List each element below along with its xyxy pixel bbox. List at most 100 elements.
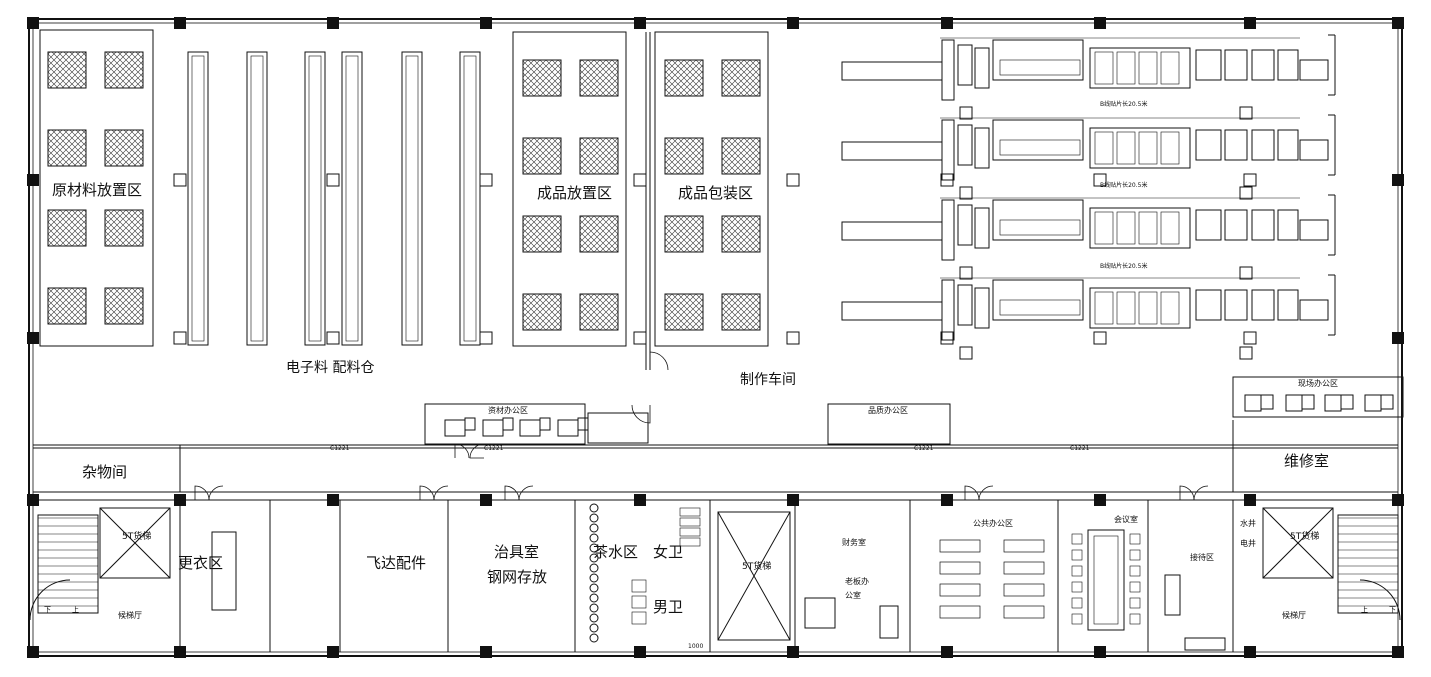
room-label-reception: 接待区 bbox=[1190, 553, 1214, 562]
line-length-tag: B线贴片长20.5米 bbox=[1100, 101, 1148, 108]
line-feeder bbox=[841, 301, 943, 321]
chair bbox=[577, 417, 589, 431]
line-placement bbox=[1089, 127, 1191, 169]
stair-down-left: 下 bbox=[44, 606, 51, 614]
placement-head bbox=[1160, 211, 1180, 245]
storage-rack-inner bbox=[191, 55, 205, 342]
structural-column bbox=[941, 17, 953, 29]
column-outline bbox=[1239, 346, 1253, 360]
room-label-womens-wc: 女卫 bbox=[653, 543, 684, 561]
column-outline bbox=[1239, 186, 1253, 200]
placement-head bbox=[1116, 131, 1136, 165]
toilet-stall bbox=[631, 579, 647, 593]
line-unit bbox=[941, 39, 955, 101]
storage-rack-inner bbox=[405, 55, 419, 342]
line-module-inner bbox=[999, 139, 1081, 156]
room-label-tea-area: 茶水区 bbox=[593, 543, 639, 561]
chair bbox=[464, 417, 476, 431]
line-oven bbox=[1224, 49, 1248, 81]
line-module-inner bbox=[999, 219, 1081, 236]
line-unit bbox=[941, 119, 955, 181]
line-oven bbox=[1195, 49, 1222, 81]
changing-bench bbox=[211, 531, 237, 611]
room-label-water-shaft: 水井 bbox=[1240, 519, 1256, 528]
water-dispenser bbox=[589, 593, 599, 603]
door-swing bbox=[978, 485, 994, 501]
structural-column bbox=[1392, 17, 1404, 29]
column-outline bbox=[786, 331, 800, 345]
stair-curve bbox=[1359, 579, 1401, 621]
office-desk bbox=[939, 539, 981, 553]
column-outline bbox=[633, 173, 647, 187]
elevator-cross bbox=[1262, 507, 1334, 579]
column-outline bbox=[1239, 266, 1253, 280]
pallet-hatch bbox=[664, 137, 704, 175]
chair bbox=[1340, 394, 1354, 410]
water-dispenser bbox=[589, 523, 599, 533]
pallet-hatch bbox=[579, 137, 619, 175]
column-outline bbox=[326, 173, 340, 187]
pallet-hatch bbox=[522, 215, 562, 253]
placement-head bbox=[1138, 131, 1158, 165]
line-unit bbox=[957, 284, 973, 326]
pallet-hatch bbox=[664, 293, 704, 331]
placement-head bbox=[1160, 51, 1180, 85]
column-outline bbox=[959, 346, 973, 360]
desk bbox=[1285, 394, 1303, 412]
line-oven bbox=[1251, 209, 1275, 241]
column-outline bbox=[633, 331, 647, 345]
line-unit bbox=[974, 127, 990, 169]
column-outline bbox=[1243, 331, 1257, 345]
column-outline bbox=[1243, 173, 1257, 187]
room-label-raw-material: 原材料放置区 bbox=[52, 181, 143, 199]
door-swing bbox=[1179, 485, 1195, 501]
door-swing bbox=[631, 404, 651, 424]
placement-head bbox=[1160, 291, 1180, 325]
line-unit bbox=[974, 287, 990, 329]
placement-head bbox=[1138, 51, 1158, 85]
water-dispenser bbox=[589, 503, 599, 513]
meeting-chair bbox=[1129, 613, 1141, 625]
quality-office bbox=[827, 403, 951, 445]
office-desk bbox=[939, 583, 981, 597]
placement-head bbox=[1160, 131, 1180, 165]
room-label-fixture-room: 治具室 bbox=[494, 543, 540, 561]
pallet-hatch bbox=[664, 59, 704, 97]
pallet-hatch bbox=[104, 129, 144, 167]
line-unit bbox=[957, 204, 973, 246]
room-label-stencil-storage: 钢网存放 bbox=[487, 568, 548, 586]
door-swing bbox=[433, 485, 449, 501]
column-outline bbox=[173, 173, 187, 187]
room-label-lobby-left: 候梯厅 bbox=[118, 611, 142, 620]
line-oven bbox=[1224, 129, 1248, 161]
pallet-hatch bbox=[47, 287, 87, 325]
line-module bbox=[992, 39, 1084, 81]
storage-rack-inner bbox=[250, 55, 264, 342]
door-swing bbox=[1193, 485, 1209, 501]
line-unit bbox=[957, 124, 973, 166]
water-dispenser bbox=[589, 623, 599, 633]
desk bbox=[1364, 394, 1382, 412]
meeting-chair bbox=[1129, 565, 1141, 577]
room-label-feida-parts: 飞达配件 bbox=[366, 554, 427, 572]
pallet-hatch bbox=[579, 293, 619, 331]
meeting-chair bbox=[1071, 581, 1083, 593]
line-module bbox=[992, 199, 1084, 241]
column-outline bbox=[173, 331, 187, 345]
storage-rack-inner bbox=[463, 55, 477, 342]
meeting-chair bbox=[1129, 581, 1141, 593]
meeting-chair bbox=[1071, 549, 1083, 561]
storage-rack bbox=[187, 51, 209, 346]
structural-column bbox=[27, 332, 39, 344]
line-end bbox=[1299, 219, 1329, 241]
storage-rack-inner bbox=[345, 55, 359, 342]
room-label-electric-shaft: 电井 bbox=[1240, 539, 1256, 548]
water-dispenser bbox=[589, 533, 599, 543]
door-swing bbox=[518, 485, 534, 501]
line-length-tag: B线贴片长20.5米 bbox=[1100, 182, 1148, 189]
structural-column bbox=[1244, 17, 1256, 29]
pallet-hatch bbox=[721, 215, 761, 253]
door-swing bbox=[504, 485, 520, 501]
office-desk bbox=[1003, 605, 1045, 619]
